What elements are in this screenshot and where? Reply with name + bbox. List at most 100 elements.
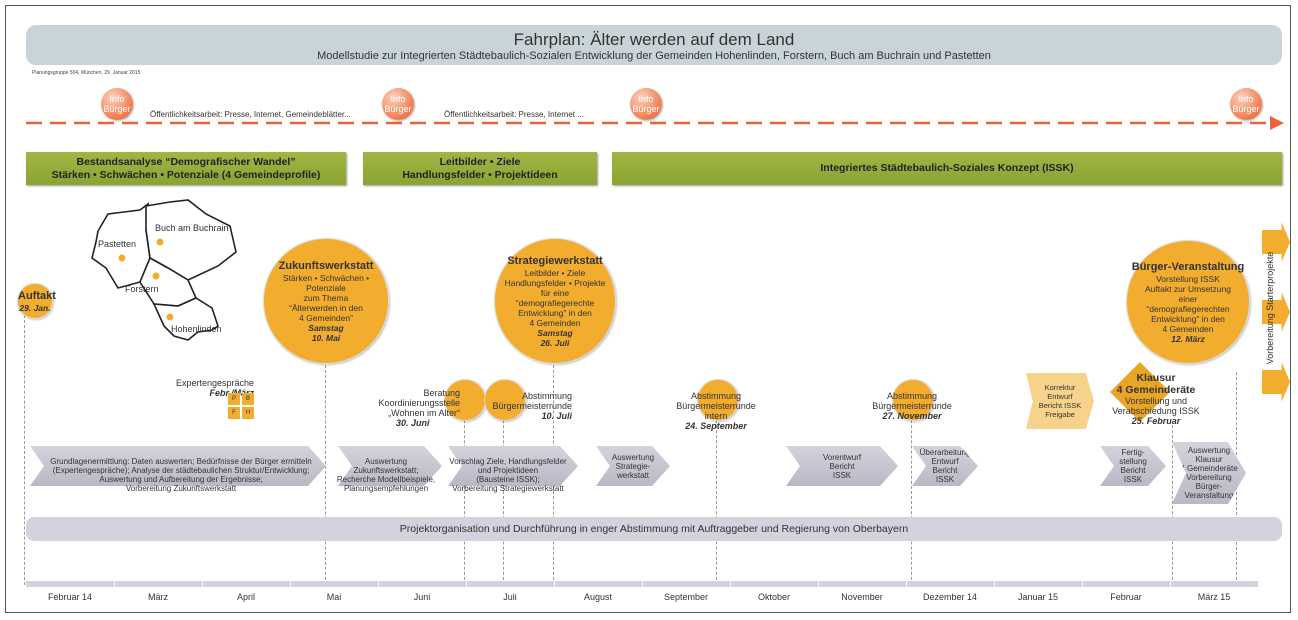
strategiewerkstatt-circle: Strategiewerkstatt Leitbilder • Ziele Ha… bbox=[494, 238, 616, 364]
month-label: November bbox=[841, 592, 883, 602]
event-date: 27. November bbox=[882, 411, 942, 421]
event-text: Handlungsfelder • Projekte bbox=[504, 277, 606, 288]
info-label: Info bbox=[638, 94, 654, 104]
info-label: Bürger bbox=[632, 104, 660, 114]
event-text: Verabschiedung ISSK bbox=[1112, 406, 1200, 416]
task-grundlagen: Grundlagenermittlung: Daten auswerten; B… bbox=[36, 457, 326, 493]
event-text: Bürgermeisterrunde bbox=[676, 401, 756, 411]
task-text: Planungsempfehlungen bbox=[343, 484, 429, 493]
task-text: werkstatt bbox=[616, 470, 649, 480]
event-text: Expertengespräche bbox=[175, 378, 254, 388]
task-vorschlag: Vorschlag Ziele, Handlungsfelder und Pro… bbox=[440, 457, 576, 493]
task-text: Fertig- bbox=[1121, 448, 1145, 457]
title-bar: Fahrplan: Älter werden auf dem Land Mode… bbox=[26, 25, 1282, 65]
month-tick bbox=[994, 581, 995, 587]
month-label: März 15 bbox=[1197, 592, 1231, 602]
month-label: September bbox=[663, 592, 709, 602]
zukunftswerkstatt-circle: Zukunftswerkstatt Stärken • Schwächen • … bbox=[263, 238, 389, 364]
timeline-marker bbox=[325, 360, 326, 585]
timeline-marker bbox=[24, 315, 25, 585]
event-text: Bürgermeisterrunde bbox=[872, 401, 952, 411]
starter-label: Vorbereitung Starterprojekte bbox=[1265, 251, 1275, 365]
abstimmung-circle bbox=[697, 379, 739, 421]
abstimmung-september-label: Abstimmung Bürgermeisterrunde intern 24.… bbox=[666, 391, 766, 431]
task-text: Überarbeitung bbox=[919, 448, 971, 457]
event-date: 10. Juli bbox=[541, 411, 572, 421]
event-text: Freigabe bbox=[1045, 410, 1075, 419]
event-text: Koordinierungsstelle bbox=[378, 398, 460, 408]
task-text: (Expertengespräche); Analyse der städteb… bbox=[52, 466, 310, 475]
event-text: Potenziale bbox=[306, 282, 346, 293]
phase-issk: Integriertes Städtebaulich-Soziales Konz… bbox=[612, 152, 1282, 185]
event-text: „Wohnen im Alter“ bbox=[388, 408, 460, 418]
event-text: intern bbox=[704, 411, 728, 421]
month-label: Februar bbox=[1110, 592, 1142, 602]
map-label-buch: Buch am Buchrain bbox=[155, 223, 229, 233]
phase-bestandsanalyse: Bestandsanalyse “Demografischer Wandel” … bbox=[26, 152, 346, 185]
task-text: Bericht bbox=[829, 461, 855, 471]
diagram-frame bbox=[5, 5, 1291, 613]
info-label: Bürger bbox=[103, 104, 131, 114]
task-text: Vorentwurf bbox=[822, 452, 862, 462]
task-text: Bericht bbox=[1120, 466, 1146, 475]
task-text: Grundlagenermittlung: Daten auswerten; B… bbox=[50, 457, 312, 466]
info-label: Info bbox=[1238, 94, 1254, 104]
month-tick bbox=[642, 581, 643, 587]
timeline-marker bbox=[911, 410, 912, 585]
task-text: Vorbereitung Zukunftswerkstatt bbox=[125, 484, 237, 493]
event-date: 25. Februar bbox=[1131, 416, 1181, 426]
info-text: Öffentlichkeitsarbeit: Presse, Internet … bbox=[444, 110, 584, 119]
event-text: Bericht ISSK bbox=[1038, 401, 1082, 410]
task-text: Vorbereitung Strategiewerkstatt bbox=[452, 484, 564, 493]
event-text: Stärken • Schwächen • bbox=[282, 272, 370, 283]
event-title: 4 Gemeinderäte bbox=[1116, 384, 1196, 396]
korrektur-box: Korrektur Entwurf Bericht ISSK Freigabe bbox=[1026, 373, 1094, 429]
event-date: 26. Juli bbox=[540, 337, 570, 348]
event-text: Abstimmung bbox=[521, 391, 572, 401]
month-label: Mai bbox=[326, 592, 342, 602]
event-date: 30. Juni bbox=[396, 418, 430, 428]
timeline-marker bbox=[464, 410, 465, 585]
auftakt-circle: Auftakt 29. Jan. bbox=[17, 283, 56, 319]
task-chevron bbox=[128, 446, 248, 486]
month-tick bbox=[378, 581, 379, 587]
event-text: Beratung bbox=[423, 388, 460, 398]
event-title: Zukunftswerkstatt bbox=[278, 259, 374, 272]
month-label: Januar 15 bbox=[1017, 592, 1059, 602]
info-text: Öffentlichkeitsarbeit: Presse, Internet,… bbox=[150, 110, 351, 119]
task-text: ISSK bbox=[832, 470, 852, 480]
task-chevron bbox=[30, 446, 150, 486]
month-label: August bbox=[583, 592, 613, 602]
task-text: 4 Gemeinderäte bbox=[1180, 464, 1238, 473]
klausur-label: Klausur 4 Gemeinderäte Vorstellung und V… bbox=[1100, 372, 1212, 426]
event-day: Samstag bbox=[308, 322, 344, 333]
event-text: einer bbox=[1178, 293, 1198, 304]
task-text: Auswertung und Aufbereitung der Ergebnis… bbox=[99, 475, 263, 484]
page-title: Fahrplan: Älter werden auf dem Land bbox=[513, 30, 795, 49]
month-tick bbox=[730, 581, 731, 587]
task-text: Strategie- bbox=[615, 461, 651, 471]
task-text: ISSK bbox=[935, 475, 955, 484]
event-text: zum Thema bbox=[303, 292, 349, 303]
square-f: F bbox=[228, 407, 240, 419]
task-text: Vorschlag Ziele, Handlungsfelder bbox=[449, 457, 567, 466]
task-text: Recherche Modellbeispiele, bbox=[336, 475, 436, 484]
task-chevron bbox=[226, 446, 326, 486]
month-tick bbox=[818, 581, 819, 587]
event-text: Entwurf bbox=[1047, 392, 1073, 401]
page-subtitle: Modellstudie zur Integrierten Städtebaul… bbox=[317, 50, 991, 62]
task-text: und Projektideen bbox=[477, 466, 539, 475]
square-p: P bbox=[228, 393, 240, 405]
task-chevron bbox=[338, 446, 442, 486]
event-text: Korrektur bbox=[1044, 383, 1076, 392]
event-text: Bürgermeisterrunde bbox=[492, 401, 572, 411]
info-label: Bürger bbox=[384, 104, 412, 114]
event-day: Samstag bbox=[537, 327, 573, 338]
info-label: Info bbox=[109, 94, 125, 104]
task-text: Auswertung bbox=[364, 457, 408, 466]
event-title: Strategiewerkstatt bbox=[507, 254, 603, 267]
